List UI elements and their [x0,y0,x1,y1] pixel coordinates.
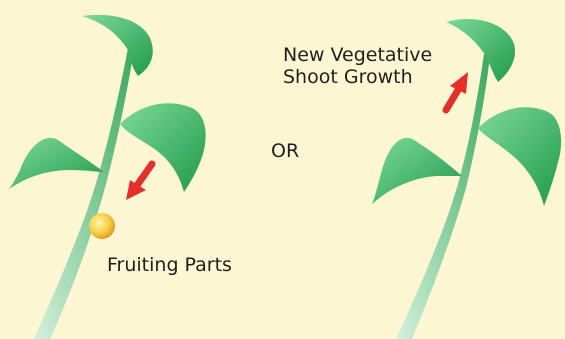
right-stem [396,54,490,339]
right-right-leaf [478,107,561,206]
left-lower-leaf [8,138,104,190]
or-label: OR [271,140,299,162]
left-right-leaf [120,103,206,192]
right-lower-leaf [372,138,462,204]
left-plant [8,15,206,339]
up-arrow-icon [446,72,468,110]
left-stem [34,48,134,339]
left-top-leaf [82,15,153,76]
fruit-icon [89,213,115,239]
new-growth-label: New Vegetative Shoot Growth [283,44,432,88]
fruiting-parts-label: Fruiting Parts [107,254,232,276]
new-growth-label-line1: New Vegetative [283,44,432,66]
right-top-leaf [446,19,515,82]
new-growth-label-line2: Shoot Growth [283,66,432,88]
down-arrow-icon [126,164,152,200]
